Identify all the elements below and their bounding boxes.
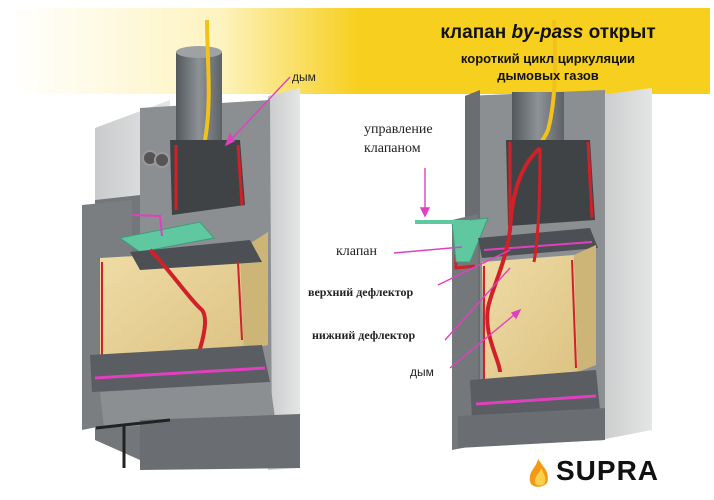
right-firebox (482, 255, 578, 382)
label-lower-deflector: нижний дефлектор (312, 328, 416, 342)
leader-smoke-left (225, 76, 291, 146)
leader-valve-control-arrow (419, 207, 431, 218)
left-smoke-flow (148, 248, 207, 361)
label-valve-control-line1: управление (364, 122, 433, 137)
annotation-lines (224, 76, 522, 369)
left-frame-accent (131, 214, 163, 237)
left-ash-tray (100, 382, 275, 428)
label-valve-control-line2: клапаном (364, 141, 421, 156)
header-title-suffix: открыт (588, 22, 656, 43)
right-deflector-magenta (483, 241, 593, 251)
label-upper-deflector: верхний дефлектор (308, 285, 414, 299)
label-smoke-right: дым (410, 365, 434, 379)
left-chimney-top (176, 46, 222, 58)
left-poker (95, 418, 171, 430)
right-smoke-flow-2 (532, 147, 542, 263)
left-firebox-red-edge (101, 261, 243, 360)
right-chimney-pipe (512, 92, 564, 147)
left-grate-magenta (94, 366, 266, 380)
header-title-prefix: клапан (440, 22, 507, 43)
supra-logo-text: SUPRA (556, 455, 660, 486)
leader-smoke-left-arrow (224, 132, 235, 147)
right-grate-magenta (475, 394, 597, 406)
leader-smoke-right-arrow (510, 308, 522, 320)
leader-valve (393, 246, 463, 254)
left-chimney-pipe (176, 52, 222, 147)
right-stone-wall (600, 88, 652, 440)
left-gas-pipe (203, 19, 211, 141)
left-plinth (140, 414, 300, 470)
left-smoke-hood (170, 140, 245, 215)
right-fireplace (415, 19, 652, 450)
header-subtitle-line1: короткий цикл циркуляции (460, 51, 636, 66)
header-subtitle-line2: дымовых газов (497, 68, 599, 83)
right-smoke-flow (485, 146, 542, 373)
left-hood-red-edge (174, 144, 244, 210)
leader-smoke-right (449, 309, 521, 369)
header-title: клапан by-pass открыт (388, 22, 708, 44)
left-stone-wall-right (268, 88, 300, 470)
left-grate (90, 345, 270, 392)
left-firebox (100, 250, 244, 365)
left-valve (118, 221, 215, 253)
right-valve (451, 217, 489, 263)
right-firebox-red (483, 259, 577, 380)
label-valve: клапан (336, 244, 378, 259)
label-smoke-left: дым (292, 70, 316, 84)
right-firebox-side (574, 245, 596, 372)
leader-lower-deflector (444, 267, 511, 341)
leader-upper-deflector (437, 249, 511, 286)
header-title-italic: by-pass (511, 22, 584, 43)
right-grate (470, 370, 600, 418)
left-fireplace (82, 19, 300, 470)
left-outlet-2 (154, 152, 170, 168)
header-banner (358, 8, 710, 94)
right-plinth (458, 408, 605, 448)
supra-flame-icon (529, 458, 548, 487)
header-subtitle: короткий цикл циркуляции дымовых газов (388, 50, 708, 84)
